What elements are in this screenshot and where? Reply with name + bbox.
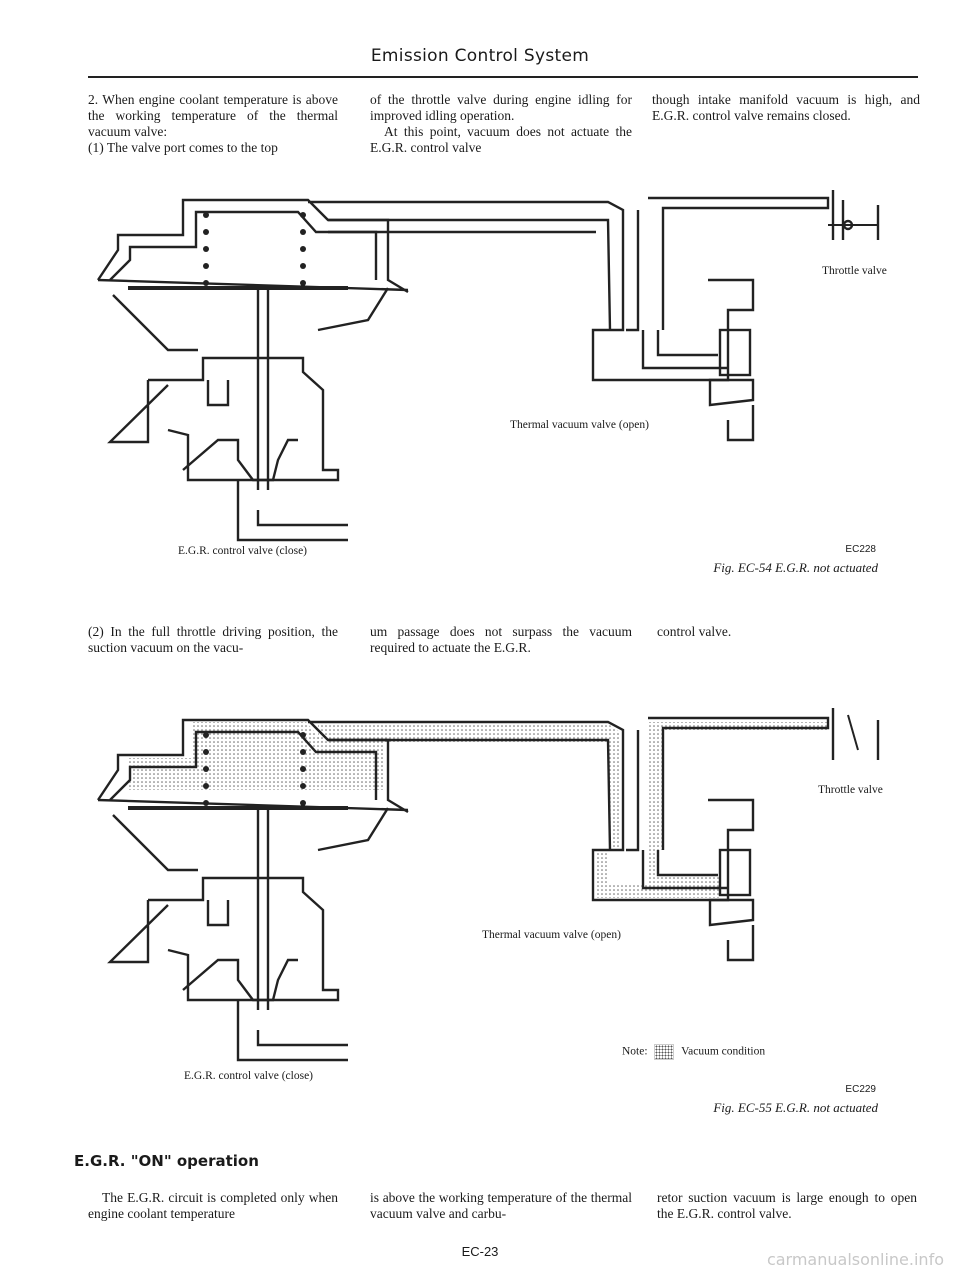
- paragraph: At this point, vacuum does not actuate t…: [370, 124, 632, 155]
- thermal-vacuum-valve-label: Thermal vacuum valve (open): [482, 929, 621, 941]
- text-col-1: 2. When engine coolant temperature is ab…: [88, 92, 338, 156]
- text-col-2: is above the working temperature of the …: [370, 1190, 632, 1222]
- paragraph: (1) The valve port comes to the top: [88, 140, 278, 155]
- header-rule: [88, 76, 918, 78]
- figure-caption: Fig. EC-54 E.G.R. not actuated: [713, 560, 878, 575]
- text-col-3: though intake manifold vacuum is high, a…: [652, 92, 920, 124]
- figure-ec-55: Throttle valve Thermal vacuum valve (ope…: [88, 700, 918, 1120]
- legend-note-text: Vacuum condition: [681, 1045, 766, 1058]
- paragraph: 2. When engine coolant temperature is ab…: [88, 92, 338, 139]
- egr-diagram-vacuum-condition: [97, 708, 880, 1062]
- legend-note: Note: Vacuum condition: [622, 1044, 765, 1060]
- egr-control-valve-label: E.G.R. control valve (close): [184, 1070, 314, 1082]
- page-number: EC-23: [461, 1244, 499, 1259]
- thermal-vacuum-valve-label: Thermal vacuum valve (open): [510, 419, 649, 431]
- vacuum-pattern-swatch-icon: [654, 1044, 675, 1060]
- egr-control-valve-label: E.G.R. control valve (close): [178, 545, 308, 557]
- throttle-valve-label: Throttle valve: [818, 784, 883, 796]
- text-col-1: (2) In the full throttle driving positio…: [88, 624, 338, 656]
- figure-caption: Fig. EC-55 E.G.R. not actuated: [713, 1100, 878, 1115]
- text-col-2: of the throttle valve during engine idli…: [370, 92, 632, 156]
- text-col-2: um passage does not surpass the vacuum r…: [370, 624, 632, 656]
- paragraph: of the throttle valve during engine idli…: [370, 92, 632, 123]
- text-col-3: control valve.: [657, 624, 925, 640]
- paragraph: (2) In the full throttle driving positio…: [88, 624, 338, 655]
- page-header: Emission Control System: [370, 46, 590, 66]
- figure-code: EC228: [845, 544, 876, 555]
- paragraph: The E.G.R. circuit is completed only whe…: [88, 1190, 338, 1221]
- paragraph: um passage does not surpass the vacuum r…: [370, 624, 632, 655]
- paragraph: is above the working temperature of the …: [370, 1190, 632, 1221]
- watermark: carmanualsonline.info: [766, 1250, 944, 1269]
- text-col-3: retor suction vacuum is large enough to …: [657, 1190, 917, 1222]
- figure-ec-54: Throttle valve Thermal vacuum valve (ope…: [88, 180, 918, 590]
- paragraph: retor suction vacuum is large enough to …: [657, 1190, 917, 1221]
- legend-note-prefix: Note:: [622, 1045, 648, 1058]
- text-col-1: The E.G.R. circuit is completed only whe…: [88, 1190, 338, 1222]
- paragraph: control valve.: [657, 624, 732, 639]
- throttle-valve-label: Throttle valve: [822, 265, 887, 277]
- egr-diagram-not-actuated: [97, 190, 880, 542]
- figure-code: EC229: [845, 1084, 876, 1095]
- paragraph: though intake manifold vacuum is high, a…: [652, 92, 920, 123]
- section-heading: E.G.R. "ON" operation: [74, 1152, 259, 1170]
